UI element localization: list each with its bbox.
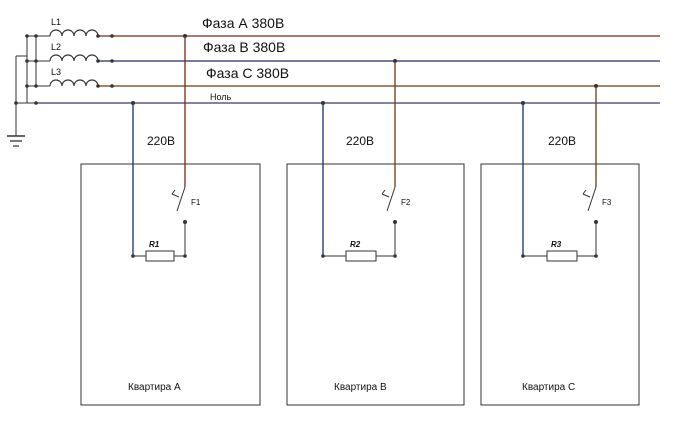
apartment-label-c: Квартира С	[522, 382, 575, 393]
coil-l1: L1	[49, 17, 99, 37]
label-phase-c: Фаза С 380В	[206, 65, 289, 81]
label-phase-b: Фаза В 380В	[203, 39, 285, 55]
circuit-apartment-a: 220В R1 F1 Квартира А	[128, 36, 201, 393]
resistor-label-r1: R1	[149, 240, 160, 249]
label-phase-a: Фаза А 380В	[202, 15, 284, 31]
apartment-box-a	[80, 163, 261, 406]
apartment-box-c	[480, 163, 640, 406]
circuit-apartment-c: 220В R3 F3 Квартира С	[521, 86, 612, 393]
resistor-r1	[145, 250, 175, 262]
voltage-label-a: 220В	[147, 134, 175, 148]
label-neutral: Ноль	[210, 92, 232, 102]
coil-label-l3: L3	[51, 67, 61, 77]
voltage-label-c: 220В	[548, 134, 576, 148]
resistor-r2	[345, 250, 377, 262]
apartment-label-a: Квартира А	[128, 382, 181, 393]
apartment-box-b	[286, 163, 465, 406]
switch-f3-icon	[582, 186, 598, 230]
resistor-label-r2: R2	[350, 240, 361, 249]
switch-label-f2: F2	[401, 198, 411, 207]
junction-dots	[14, 34, 598, 105]
coil-label-l1: L1	[51, 17, 61, 27]
ground-icon	[7, 135, 25, 147]
switch-f1-icon	[171, 186, 187, 230]
coil-label-l2: L2	[51, 42, 61, 52]
coil-l2: L2	[49, 42, 99, 62]
switch-label-f3: F3	[602, 198, 612, 207]
switch-f2-icon	[381, 186, 397, 230]
coil-l3: L3	[49, 67, 99, 87]
apartment-label-b: Квартира В	[334, 382, 387, 393]
source-block	[7, 35, 37, 147]
resistor-r3	[546, 250, 578, 262]
resistor-label-r3: R3	[551, 240, 562, 249]
circuit-apartment-b: 220В R2 F2 Квартира В	[321, 61, 411, 393]
switch-label-f1: F1	[191, 198, 201, 207]
voltage-label-b: 220В	[346, 134, 374, 148]
